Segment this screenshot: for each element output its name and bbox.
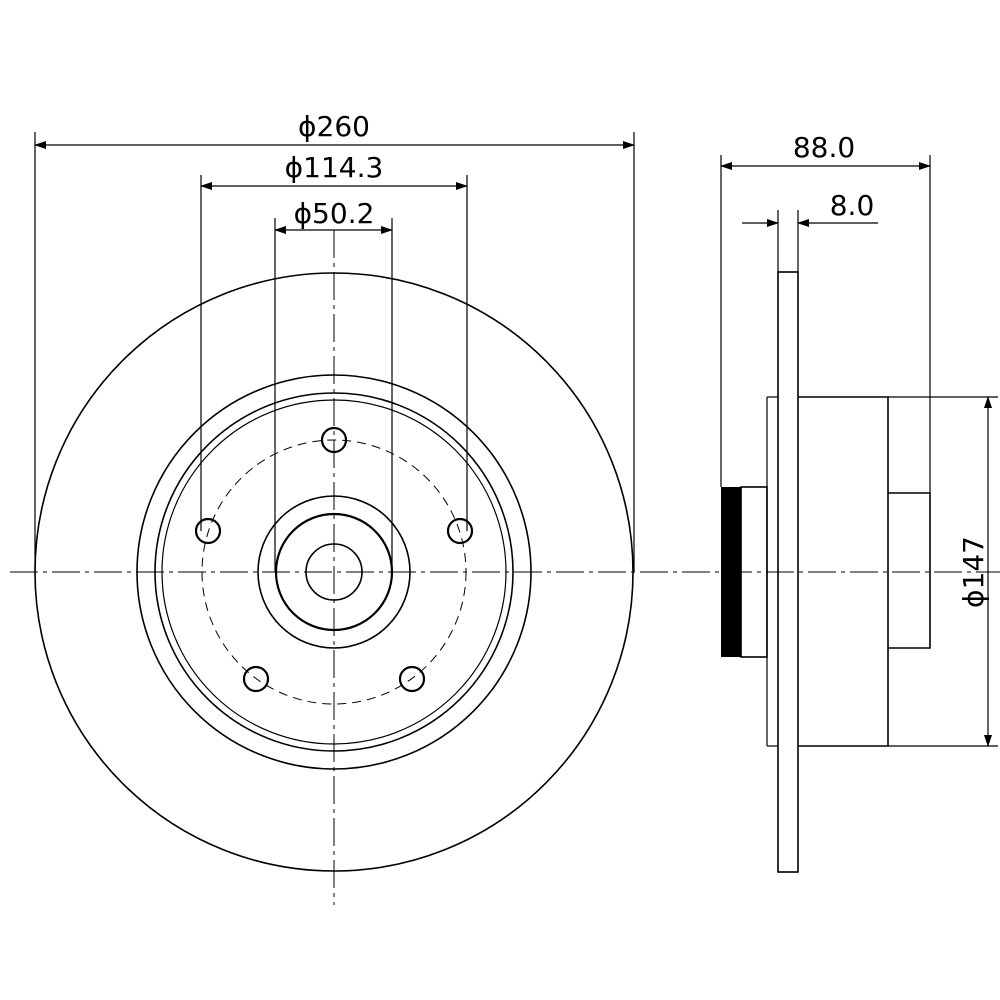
disc-plate-section	[777, 271, 799, 873]
friction-ring-inner-edge	[136, 374, 532, 770]
center-bore-label: ϕ50.2	[294, 197, 375, 230]
disc-thickness-dimension: 8.0	[742, 189, 878, 272]
front-view: ϕ260 ϕ114.3 ϕ50.2	[10, 110, 1000, 905]
hub-body	[798, 396, 889, 747]
bolt-circle-dimension: ϕ114.3	[200, 151, 468, 531]
outer-diameter-label: ϕ260	[298, 110, 370, 143]
bolt-hole	[398, 665, 426, 693]
side-view: 88.0 8.0 ϕ147	[720, 131, 998, 873]
bolt-hole	[320, 426, 348, 454]
total-height-dimension: 88.0	[720, 131, 931, 493]
bolt-circle-label: ϕ114.3	[285, 151, 384, 184]
bolt-pitch-circle	[201, 439, 467, 705]
hat-step-edge	[161, 399, 507, 745]
hub-diameter-label: ϕ147	[957, 536, 990, 608]
center-bore	[305, 543, 363, 601]
outer-diameter-dimension: ϕ260	[34, 110, 635, 572]
bearing-cap-ring	[740, 486, 768, 658]
hat-outer-edge	[154, 392, 514, 752]
total-height-label: 88.0	[793, 131, 855, 164]
bearing-cap	[721, 487, 741, 657]
disc-thickness-label: 8.0	[830, 189, 875, 222]
hub-outer-edge	[257, 495, 411, 649]
bolt-hole	[242, 665, 270, 693]
bolt-hole	[446, 517, 474, 545]
hub-spigot	[888, 492, 931, 649]
hub-diameter-dimension: ϕ147	[888, 396, 998, 747]
center-bore-dimension: ϕ50.2	[274, 197, 393, 572]
bolt-hole	[194, 517, 222, 545]
